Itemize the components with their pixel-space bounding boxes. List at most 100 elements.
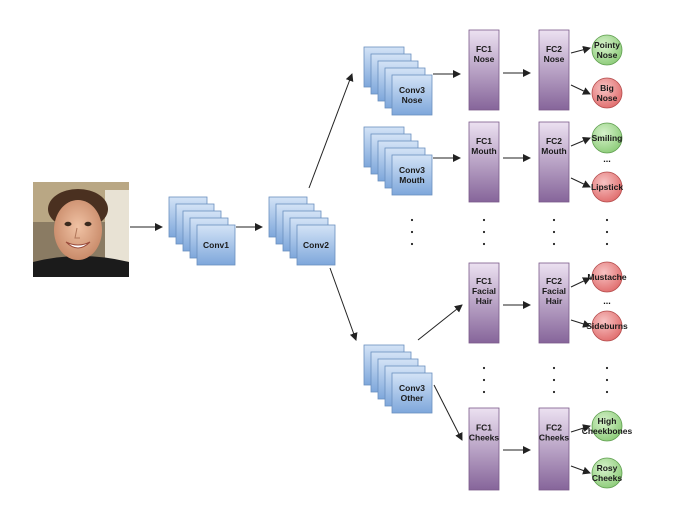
output-mustache-label: Mustache xyxy=(587,272,626,282)
arrow-fc2-to-lipstick xyxy=(570,177,591,188)
fc1-nose-label-line: FC1 xyxy=(476,44,492,54)
continuation-dot xyxy=(482,230,486,234)
conv1-stack-label: Conv1 xyxy=(203,240,229,250)
output-lipstick-label-line: Lipstick xyxy=(591,182,623,192)
conv3-nose-stack-label-line: Conv3 xyxy=(399,85,425,95)
fc2-facial-hair-label-line: Facial xyxy=(542,286,566,296)
arrow-fc2-to-rosy-cheeks xyxy=(570,465,591,475)
conv1-stack: Conv1 xyxy=(168,196,236,266)
conv1-stack-label-line: Conv1 xyxy=(203,240,229,250)
positive-attribute-node xyxy=(591,122,623,154)
fc2-facial-hair-label-line: FC2 xyxy=(546,276,562,286)
feature-map xyxy=(391,74,433,116)
conv3-other-stack-label-line: Conv3 xyxy=(399,383,425,393)
fc1-nose-box xyxy=(468,29,500,111)
fc1-nose-label-line: Nose xyxy=(474,54,495,64)
negative-attribute-node xyxy=(591,77,623,109)
continuation-dot xyxy=(605,366,609,370)
output-smiling: Smiling xyxy=(591,122,623,154)
fc1-facial-hair-label-line: Facial xyxy=(472,286,496,296)
output-mustache: Mustache xyxy=(587,261,627,293)
feature-map xyxy=(296,224,336,266)
fc2-nose-box xyxy=(538,29,570,111)
feature-map xyxy=(391,372,433,414)
arrow-fc2-to-sideburns xyxy=(570,319,591,328)
continuation-dot xyxy=(605,218,609,222)
mouth-outputs-ellipsis: ... xyxy=(603,154,611,164)
continuation-dot xyxy=(605,230,609,234)
negative-attribute-node xyxy=(591,310,623,342)
conv2-stack-label-line: Conv2 xyxy=(303,240,329,250)
fc2-cheeks-label-line: FC2 xyxy=(546,423,562,433)
continuation-dot xyxy=(482,242,486,246)
arrow-fc2-to-mustache xyxy=(570,277,591,288)
output-pointy-nose-label-line: Pointy xyxy=(594,40,620,50)
continuation-dot xyxy=(410,242,414,246)
fc1-facial-hair-label-line: Hair xyxy=(476,296,493,306)
output-smiling-label: Smiling xyxy=(592,133,623,143)
continuation-dot xyxy=(552,366,556,370)
fc2-facial-hair-box xyxy=(538,262,570,344)
feature-map xyxy=(196,224,236,266)
conv2-stack-label: Conv2 xyxy=(303,240,329,250)
output-mustache-label-line: Mustache xyxy=(587,272,626,282)
continuation-dot xyxy=(482,366,486,370)
continuation-dot xyxy=(482,378,486,382)
arrow-conv3-other-to-fc1-facial-hair xyxy=(417,304,463,341)
output-big-nose-label-line: Big xyxy=(600,83,614,93)
arrow-fc2-to-high-cheekbones xyxy=(570,424,591,433)
output-rosy-cheeks-label-line: Cheeks xyxy=(592,473,623,483)
fc1-facial-hair-box xyxy=(468,262,500,344)
fc2-mouth-box xyxy=(538,121,570,203)
positive-attribute-node xyxy=(591,457,623,489)
negative-attribute-node xyxy=(591,171,623,203)
continuation-dot xyxy=(552,378,556,382)
output-smiling-label-line: Smiling xyxy=(592,133,623,143)
fc2-nose-label-line: FC2 xyxy=(546,44,562,54)
conv3-mouth-stack-label-line: Mouth xyxy=(399,175,425,185)
fc1-mouth-box xyxy=(468,121,500,203)
fc2-nose-label-line: Nose xyxy=(544,54,565,64)
conv3-nose-stack-label-line: Nose xyxy=(402,95,423,105)
continuation-dot xyxy=(410,230,414,234)
continuation-dots: ...... xyxy=(410,154,611,394)
continuation-dot xyxy=(552,218,556,222)
output-lipstick: Lipstick xyxy=(591,171,623,203)
fc1-cheeks-label-line: FC1 xyxy=(476,423,492,433)
fc2-mouth-label-line: FC2 xyxy=(546,136,562,146)
arrow-conv3-other-to-fc1-cheeks xyxy=(433,384,463,441)
fc1-mouth-label-line: FC1 xyxy=(476,136,492,146)
input-face-image xyxy=(33,182,129,277)
continuation-dot xyxy=(605,378,609,382)
output-high-cheekbones-label-line: High xyxy=(598,416,617,426)
output-sideburns-label-line: Sideburns xyxy=(586,321,628,331)
fc1-facial-hair-label-line: FC1 xyxy=(476,276,492,286)
facial-hair-outputs-ellipsis: ... xyxy=(603,296,611,306)
